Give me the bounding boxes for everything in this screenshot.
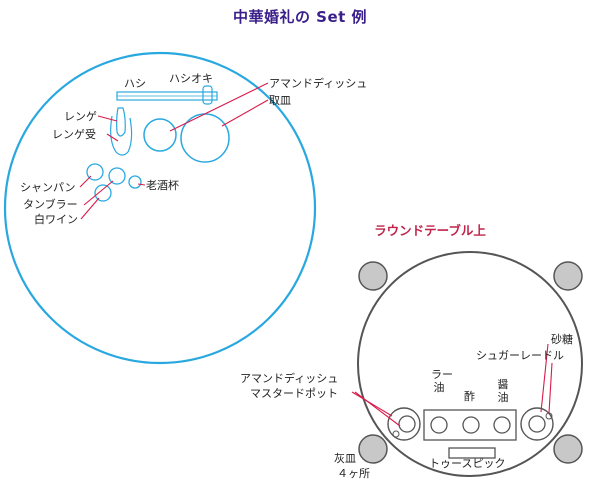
label-toothpick: トゥースピック	[429, 457, 506, 470]
laochu-cup-icon	[128, 175, 142, 189]
label-white-wine: 白ワイン	[34, 213, 78, 226]
label-renge-uke: レンゲ受	[52, 128, 96, 141]
label-soy: 醤 油	[497, 378, 509, 404]
label-torizara: 取皿	[269, 94, 291, 107]
ashtray-top-left-icon	[358, 261, 388, 291]
ashtray-bottom-left-icon	[358, 434, 388, 464]
label-sugar: 砂糖	[551, 333, 573, 346]
label-champagne: シャンパン	[20, 181, 76, 194]
label-laochu-cup: 老酒杯	[146, 179, 179, 192]
label-hashi: ハシ	[124, 77, 146, 90]
mustard-pot-icon	[398, 415, 416, 433]
toothpick-holder-icon	[448, 447, 496, 459]
round-table-circle	[357, 251, 583, 477]
vinegar-icon	[462, 416, 480, 434]
leader-lines-right	[351, 343, 553, 427]
label-tumbler: タンブラー	[23, 198, 78, 211]
rayu-icon	[430, 416, 448, 434]
label-four-places: ４ヶ所	[337, 467, 370, 480]
label-sugar-ladle: シュガーレードル	[476, 349, 564, 362]
soy-sauce-icon	[493, 416, 511, 434]
place-setting-circle	[3, 51, 317, 365]
label-hashioki: ハシオキ	[169, 72, 213, 85]
table-almond-dish-icon	[387, 407, 421, 441]
renge-spoon-icon	[116, 107, 126, 137]
white-wine-glass-icon	[94, 184, 112, 202]
label-vinegar: 酢	[464, 390, 475, 403]
ashtray-top-right-icon	[553, 261, 583, 291]
champagne-glass-icon	[86, 163, 104, 181]
tumbler-glass-icon	[108, 167, 126, 185]
label-renge: レンゲ	[64, 110, 97, 123]
label-mustard-pot: マスタードポット	[250, 387, 338, 400]
label-rayu: ラー 油	[431, 368, 453, 394]
ashtray-bottom-right-icon	[553, 434, 583, 464]
hashioki-icon	[202, 85, 213, 105]
label-almond-dish: アマンドディッシュ	[269, 77, 368, 90]
round-table-title: ラウンドテーブル上	[374, 223, 486, 238]
page-title: 中華婚礼の Set 例	[232, 8, 368, 26]
label-table-almond-dish: アマンドディッシュ	[240, 372, 339, 385]
almond-dish-icon	[143, 118, 177, 152]
sugar-pot-icon	[520, 407, 554, 441]
leader-lines-left	[79, 82, 269, 220]
torizara-plate-icon	[180, 113, 230, 163]
label-ashtray: 灰皿	[334, 452, 356, 465]
condiment-tray-icon	[423, 409, 517, 441]
